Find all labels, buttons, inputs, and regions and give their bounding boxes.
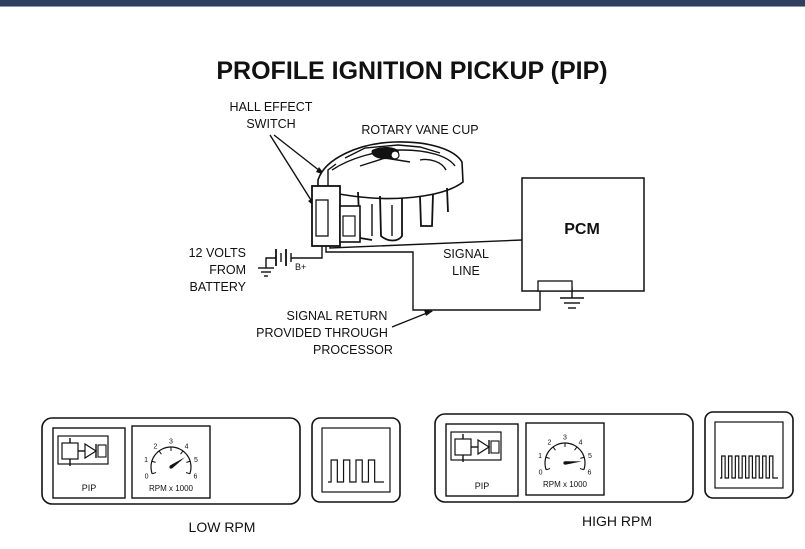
gauge-tick bbox=[152, 472, 157, 475]
signal-return-label-line1: SIGNAL RETURN bbox=[287, 309, 388, 323]
gauge-tick bbox=[151, 460, 156, 463]
high-pip-sensor-icon bbox=[450, 431, 502, 462]
signal-return-arrow bbox=[391, 310, 433, 328]
battery-symbol bbox=[258, 246, 323, 277]
gauge-tick-label: 4 bbox=[579, 440, 583, 447]
window-top-bar-edge bbox=[0, 6, 805, 7]
gauge-tick bbox=[158, 450, 162, 455]
gauge-needle bbox=[564, 461, 582, 465]
gauge-tick bbox=[186, 460, 191, 463]
gauge-needle bbox=[169, 457, 185, 469]
gauge-tick-label: 3 bbox=[169, 439, 173, 446]
low-rpm-gauge: 0 12 3 45 6 bbox=[144, 439, 198, 481]
square-wave-trace bbox=[720, 455, 778, 479]
gauge-tick-label: 0 bbox=[539, 469, 543, 476]
low-pip-sensor-icon bbox=[57, 435, 109, 466]
gauge-tick-label: 1 bbox=[538, 453, 542, 460]
high-rpm-gauge-box bbox=[525, 422, 605, 496]
pcm-label: PCM bbox=[564, 221, 600, 238]
gauge-tick bbox=[580, 456, 585, 459]
gauge-tick-label: 2 bbox=[154, 444, 158, 451]
gauge-tick bbox=[579, 468, 584, 471]
gauge-tick-label: 6 bbox=[193, 473, 197, 480]
high-rpm-panel: PIP 0 12 3 45 6 RPM x 1000 HIGH RPM bbox=[434, 411, 794, 529]
hall-effect-label-line2: SWITCH bbox=[246, 117, 295, 131]
gauge-tick-label: 6 bbox=[587, 469, 591, 476]
gauge-tick bbox=[180, 450, 184, 455]
gauge-tick-label: 3 bbox=[563, 435, 567, 442]
square-wave-trace bbox=[328, 459, 384, 483]
high-gauge-label: RPM x 1000 bbox=[543, 480, 588, 489]
gauge-tick-label: 2 bbox=[548, 440, 552, 447]
signal-return-label-line2: PROVIDED THROUGH bbox=[256, 326, 388, 340]
high-rpm-caption: HIGH RPM bbox=[582, 513, 652, 529]
diagram-title: PROFILE IGNITION PICKUP (PIP) bbox=[216, 57, 607, 85]
pcm-ground-symbol bbox=[537, 280, 584, 309]
hall-effect-label-line1: HALL EFFECT bbox=[230, 100, 313, 114]
rotary-vane-cup-label: ROTARY VANE CUP bbox=[361, 123, 478, 137]
gauge-tick bbox=[545, 456, 550, 459]
window-top-bar bbox=[0, 0, 805, 6]
hall-effect-switch-body bbox=[311, 163, 361, 247]
high-pip-waveform bbox=[720, 455, 778, 479]
low-gauge-label: RPM x 1000 bbox=[149, 484, 194, 493]
gauge-tick bbox=[185, 472, 190, 475]
high-scope-screen bbox=[714, 421, 784, 489]
gauge-tick-label: 1 bbox=[144, 457, 148, 464]
high-rpm-gauge: 0 12 3 45 6 bbox=[538, 435, 592, 477]
battery-label-line1: 12 VOLTS bbox=[189, 246, 246, 260]
signal-line-label-line1: SIGNAL bbox=[443, 247, 489, 261]
gauge-tick-label: 4 bbox=[185, 444, 189, 451]
b-plus-label: B+ bbox=[295, 262, 306, 272]
pcm-box bbox=[521, 177, 645, 292]
high-pip-label: PIP bbox=[475, 481, 490, 491]
low-pip-label: PIP bbox=[82, 483, 97, 493]
gauge-tick bbox=[546, 468, 551, 471]
low-rpm-gauge-box bbox=[131, 425, 211, 499]
battery-label-line2: FROM bbox=[209, 263, 246, 277]
signal-return-label-line3: PROCESSOR bbox=[313, 343, 393, 357]
gauge-tick-label: 0 bbox=[145, 473, 149, 480]
rotary-vane-cup-drawing bbox=[317, 141, 464, 242]
low-pip-waveform bbox=[328, 459, 384, 483]
gauge-hub bbox=[169, 465, 173, 469]
gauge-tick bbox=[574, 446, 578, 451]
battery-label-line3: BATTERY bbox=[190, 280, 247, 294]
signal-line-label-line2: LINE bbox=[452, 264, 480, 278]
gauge-tick-label: 5 bbox=[194, 457, 198, 464]
gauge-tick bbox=[552, 446, 556, 451]
low-rpm-caption: LOW RPM bbox=[189, 519, 256, 535]
gauge-tick-label: 5 bbox=[588, 453, 592, 460]
low-rpm-panel: PIP 0 12 3 45 6 RPM x 1000 LOW RPM bbox=[41, 417, 401, 535]
gauge-hub bbox=[563, 461, 567, 465]
